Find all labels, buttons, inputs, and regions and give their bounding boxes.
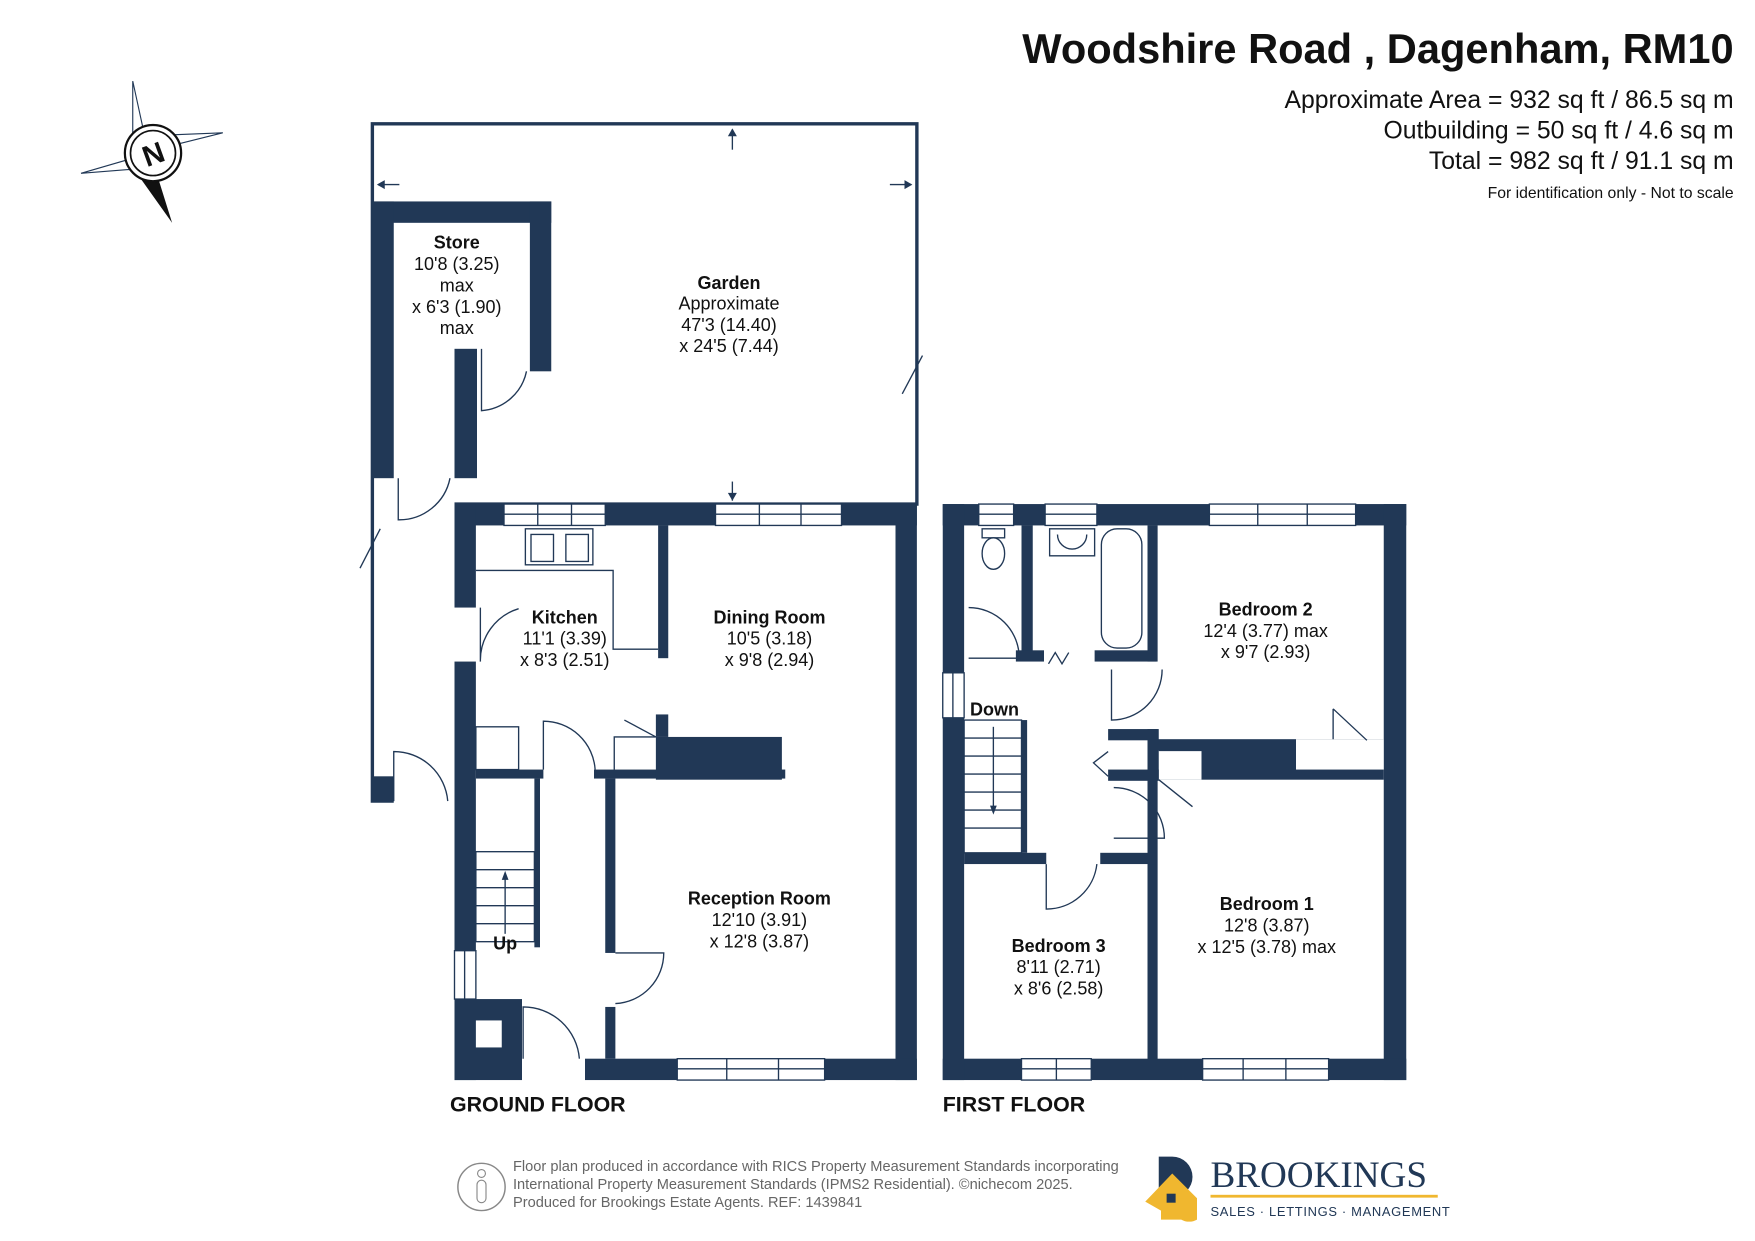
svg-text:x 9'8 (2.94): x 9'8 (2.94) [725, 650, 814, 670]
room-store: Store 10'8 (3.25) max x 6'3 (1.90) max [412, 233, 501, 338]
svg-text:Garden: Garden [697, 273, 760, 293]
svg-text:x 6'3 (1.90): x 6'3 (1.90) [412, 297, 501, 317]
ground-stairs [475, 851, 536, 943]
svg-text:12'4 (3.77) max: 12'4 (3.77) max [1203, 621, 1327, 641]
svg-text:Bedroom 3: Bedroom 3 [1012, 936, 1106, 956]
svg-text:Bedroom 1: Bedroom 1 [1220, 894, 1314, 914]
stairs-down-label: Down [970, 700, 1019, 720]
garden-outline [359, 122, 924, 803]
svg-text:Approximate: Approximate [678, 293, 779, 313]
svg-text:47'3 (14.40): 47'3 (14.40) [681, 315, 777, 335]
room-kitchen: Kitchen 11'1 (3.39) x 8'3 (2.51) [520, 607, 609, 670]
svg-text:x 8'3 (2.51): x 8'3 (2.51) [520, 650, 609, 670]
svg-text:11'1 (3.39): 11'1 (3.39) [523, 629, 607, 649]
svg-text:BROOKINGS: BROOKINGS [1211, 1155, 1428, 1196]
property-title: Woodshire Road , Dagenham, RM10 [1022, 25, 1733, 72]
first-floor-walls [942, 503, 1407, 1081]
ground-floor-walls [453, 503, 917, 1081]
room-garden: Garden Approximate 47'3 (14.40) x 24'5 (… [678, 273, 779, 356]
svg-text:10'5 (3.18): 10'5 (3.18) [727, 629, 813, 649]
first-stairs [963, 719, 1023, 854]
first-floor-label: FIRST FLOOR [943, 1093, 1085, 1117]
room-dining: Dining Room 10'5 (3.18) x 9'8 (2.94) [714, 607, 826, 670]
room-reception: Reception Room 12'10 (3.91) x 12'8 (3.87… [688, 889, 831, 952]
svg-text:x 12'5 (3.78) max: x 12'5 (3.78) max [1198, 937, 1337, 957]
footer-line-1: Floor plan produced in accordance with R… [513, 1159, 1119, 1175]
approx-area: Approximate Area = 932 sq ft / 86.5 sq m [1284, 87, 1733, 114]
svg-text:Bedroom 2: Bedroom 2 [1219, 599, 1313, 619]
brookings-logo: BROOKINGS SALES · LETTINGS · MANAGEMENT [1145, 1155, 1450, 1222]
footer-line-3: Produced for Brookings Estate Agents. RE… [513, 1195, 862, 1211]
svg-text:Kitchen: Kitchen [532, 607, 598, 627]
svg-text:Store: Store [434, 233, 480, 253]
svg-text:x 12'8 (3.87): x 12'8 (3.87) [710, 931, 810, 951]
svg-text:max: max [440, 275, 474, 295]
svg-text:Dining Room: Dining Room [714, 607, 826, 627]
footer-line-2: International Property Measurement Stand… [513, 1177, 1073, 1193]
compass-icon: N [80, 80, 223, 223]
outbuilding-area: Outbuilding = 50 sq ft / 4.6 sq m [1383, 117, 1733, 144]
svg-text:10'8 (3.25): 10'8 (3.25) [414, 254, 500, 274]
room-bedroom-2: Bedroom 2 12'4 (3.77) max x 9'7 (2.93) [1203, 599, 1327, 662]
disclaimer: For identification only - Not to scale [1488, 185, 1734, 202]
ipms-icon [457, 1162, 506, 1212]
svg-text:12'10 (3.91): 12'10 (3.91) [712, 910, 808, 930]
room-bedroom-1: Bedroom 1 12'8 (3.87) x 12'5 (3.78) max [1198, 894, 1337, 957]
total-area: Total = 982 sq ft / 91.1 sq m [1429, 148, 1734, 175]
svg-text:12'8 (3.87): 12'8 (3.87) [1224, 916, 1310, 936]
svg-text:max: max [440, 318, 474, 338]
store-walls [372, 201, 552, 802]
svg-text:SALES · LETTINGS · MANAGEMENT: SALES · LETTINGS · MANAGEMENT [1211, 1204, 1451, 1219]
svg-text:x 9'7 (2.93): x 9'7 (2.93) [1221, 642, 1310, 662]
svg-text:x 24'5 (7.44): x 24'5 (7.44) [679, 336, 779, 356]
room-bedroom-3: Bedroom 3 8'11 (2.71) x 8'6 (2.58) [1012, 936, 1106, 999]
svg-text:Reception Room: Reception Room [688, 889, 831, 909]
svg-text:x 8'6 (2.58): x 8'6 (2.58) [1014, 979, 1103, 999]
svg-text:8'11 (2.71): 8'11 (2.71) [1017, 957, 1101, 977]
stairs-up-label: Up [493, 934, 517, 954]
ground-floor-label: GROUND FLOOR [450, 1093, 626, 1117]
